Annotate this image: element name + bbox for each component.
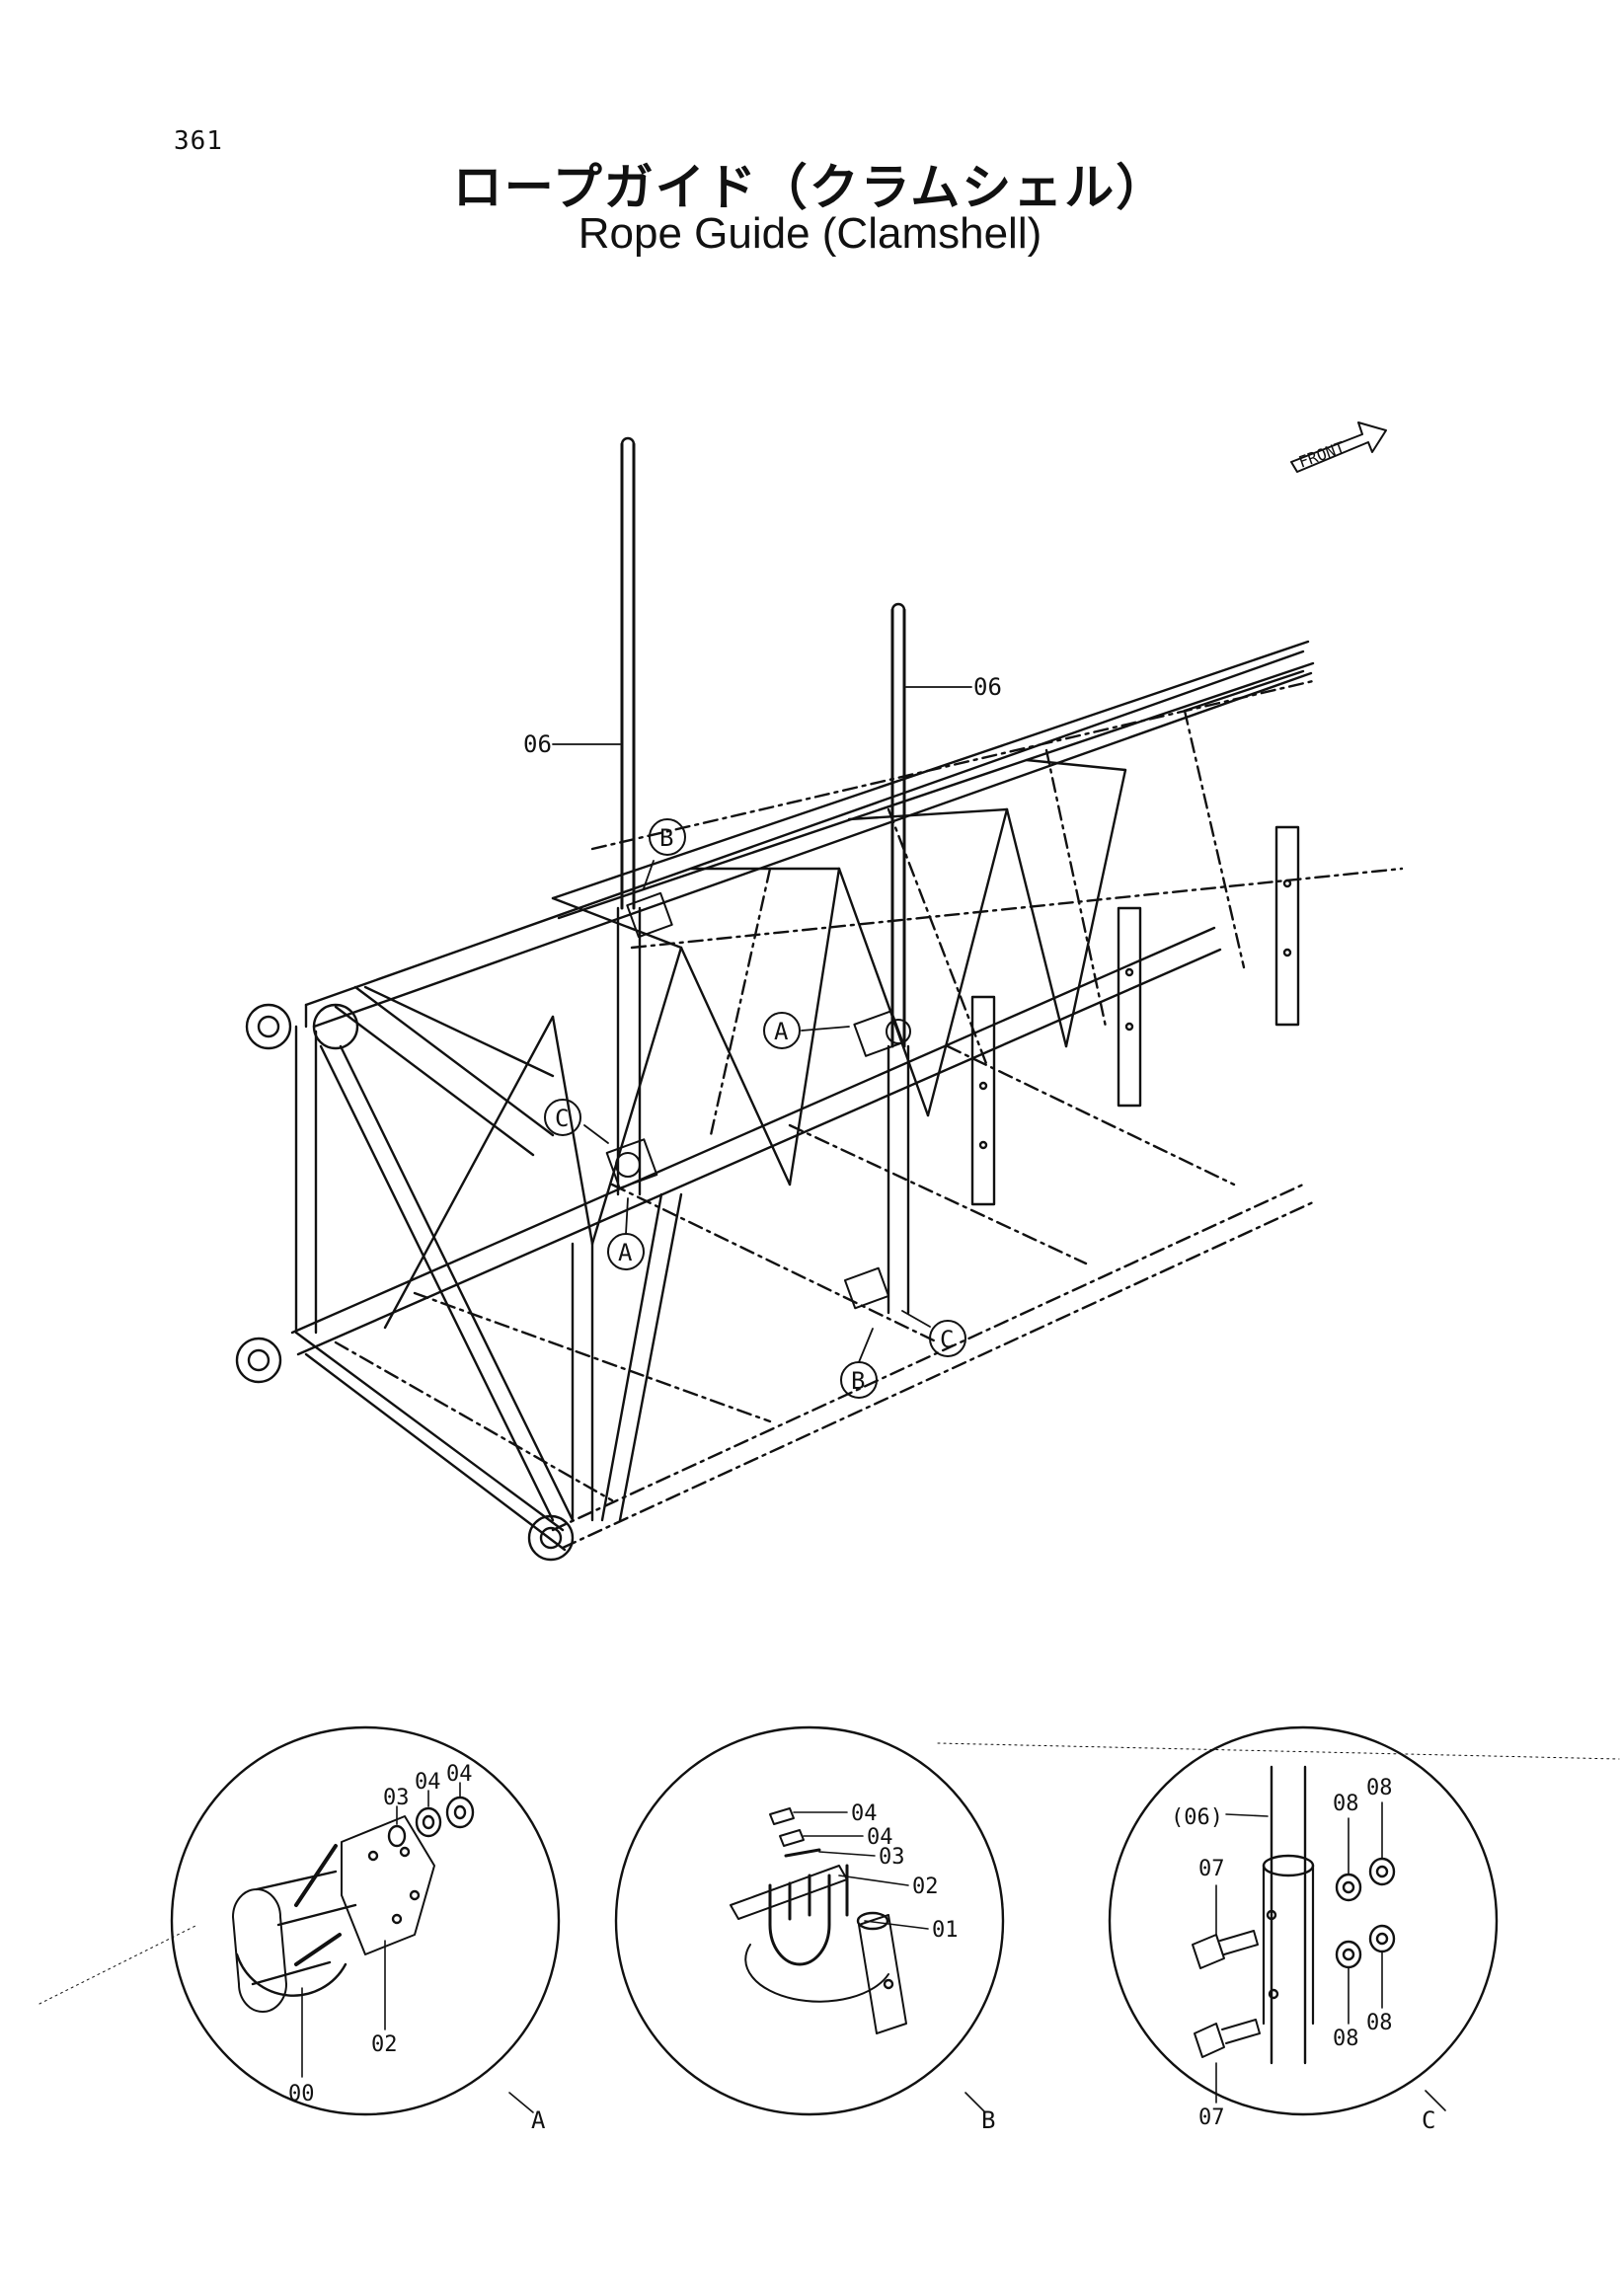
detail-c: (06) 08 08 07 08 08 07 C (1108, 1725, 1499, 2134)
svg-text:A: A (618, 1239, 633, 1266)
detail-a-label: A (531, 2106, 546, 2134)
callout-b-top: B (649, 818, 686, 856)
detail-a-part-04a: 04 (415, 1770, 441, 1795)
front-label: FRONT (1296, 437, 1348, 471)
detail-a-part-02: 02 (371, 2032, 398, 2057)
detail-c-part-08c: 08 (1333, 2027, 1359, 2051)
detail-a-part-00: 00 (288, 2082, 315, 2106)
callout-a-low: A (607, 1233, 645, 1270)
svg-text:C: C (555, 1105, 569, 1132)
detail-b-part-02: 02 (912, 1875, 939, 1899)
detail-b-part-04a: 04 (851, 1801, 878, 1826)
boom-lattice (235, 640, 1404, 1562)
detail-c-part-08b: 08 (1366, 1776, 1393, 1800)
detail-c-part-08a: 08 (1333, 1792, 1359, 1816)
page-number: 361 (174, 126, 223, 156)
detail-a-part-04b: 04 (446, 1762, 473, 1787)
detail-b-part-01: 01 (932, 1918, 959, 1943)
rope-guide-rod-left (616, 436, 642, 1196)
detail-a: 03 04 04 02 00 A (170, 1725, 561, 2134)
svg-text:A: A (774, 1018, 789, 1045)
svg-text:B: B (851, 1367, 865, 1395)
detail-c-part-07a: 07 (1198, 1857, 1225, 1881)
svg-text:C: C (940, 1326, 954, 1353)
detail-c-part-06: (06) (1171, 1805, 1223, 1830)
label-rod-left: 06 (523, 730, 552, 758)
detail-a-part-03: 03 (383, 1786, 410, 1810)
label-rod-right: 06 (973, 673, 1002, 701)
rope-guide-rod-right (887, 602, 910, 1315)
callout-c-left: C (544, 1099, 581, 1136)
detail-c-part-08d: 08 (1366, 2011, 1393, 2035)
title-japanese: ロープガイド（クラムシェル） (452, 159, 1168, 216)
dotted-guide-right (937, 1742, 1620, 1760)
detail-b-part-04b: 04 (867, 1825, 893, 1850)
detail-c-part-07b: 07 (1198, 2105, 1225, 2130)
detail-b-label: B (981, 2106, 995, 2134)
callout-c-right: C (929, 1320, 966, 1357)
callout-a-mid: A (763, 1012, 801, 1049)
detail-b-part-03: 03 (879, 1845, 905, 1870)
title-english: Rope Guide (Clamshell) (578, 209, 1042, 258)
detail-b: 04 04 03 02 01 B (614, 1725, 1005, 2134)
detail-c-label: C (1422, 2106, 1435, 2134)
front-arrow-icon: FRONT (1290, 421, 1387, 473)
callout-b-low: B (840, 1361, 878, 1399)
clamp-blocks (605, 891, 911, 1310)
dotted-guide-left (39, 1924, 198, 2005)
leader-lines (552, 686, 972, 1363)
svg-text:B: B (659, 824, 673, 852)
